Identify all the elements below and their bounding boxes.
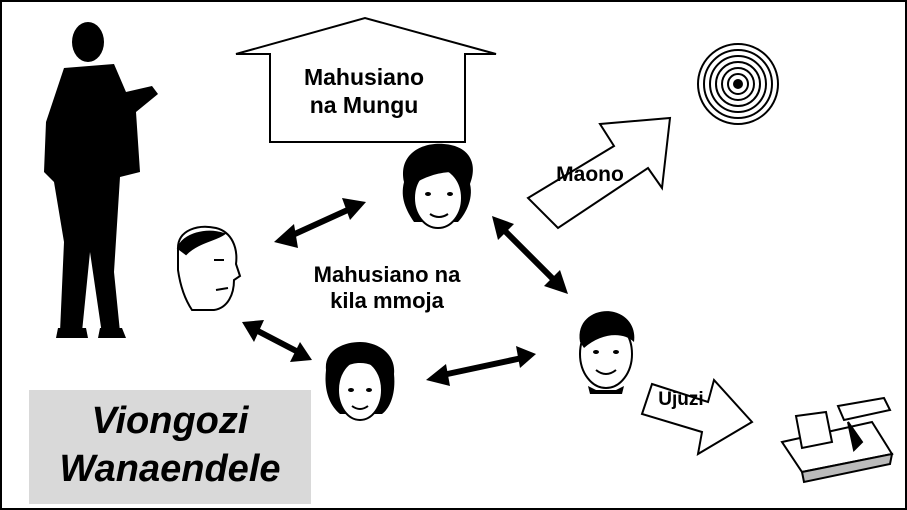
relationship-each-label: Mahusiano na kila mmoja: [313, 262, 461, 314]
arrow-heads: [242, 198, 568, 386]
skills-arrow-icon: [640, 377, 754, 456]
double-arrow-icon: [249, 205, 561, 379]
woman-face-icon: [402, 143, 473, 229]
vision-arrow-icon: [526, 116, 672, 230]
title-line-2: Wanaendele: [59, 448, 281, 490]
vision-label: Maono: [556, 163, 624, 186]
standing-man-icon: [44, 22, 158, 338]
smiling-man-icon: [579, 311, 635, 394]
skills-label: Ujuzi: [658, 389, 704, 410]
toolbox-icon: [780, 396, 894, 484]
target-icon: [697, 43, 779, 125]
house-arrow-icon: [235, 16, 497, 143]
title-line-1: Viongozi: [91, 400, 249, 442]
man-face-icon: [176, 225, 242, 311]
title-box: Viongozi Wanaendele: [29, 390, 311, 504]
relationship-god-label: Mahusiano na Mungu: [303, 64, 425, 118]
bob-hair-woman-icon: [325, 342, 395, 421]
